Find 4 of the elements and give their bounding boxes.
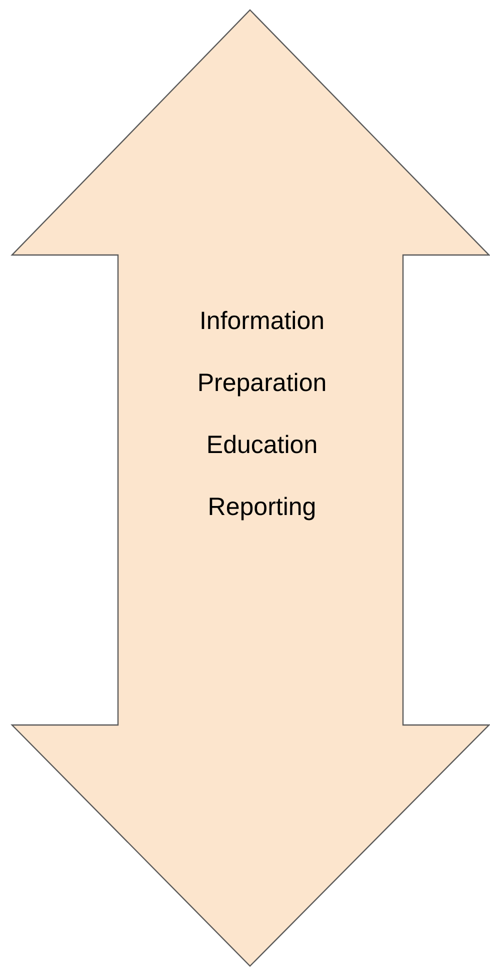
arrow-label: Information: [199, 306, 325, 336]
arrow-label: Preparation: [197, 368, 327, 398]
arrow-label: Education: [206, 430, 318, 460]
arrow-label: Reporting: [208, 492, 316, 522]
